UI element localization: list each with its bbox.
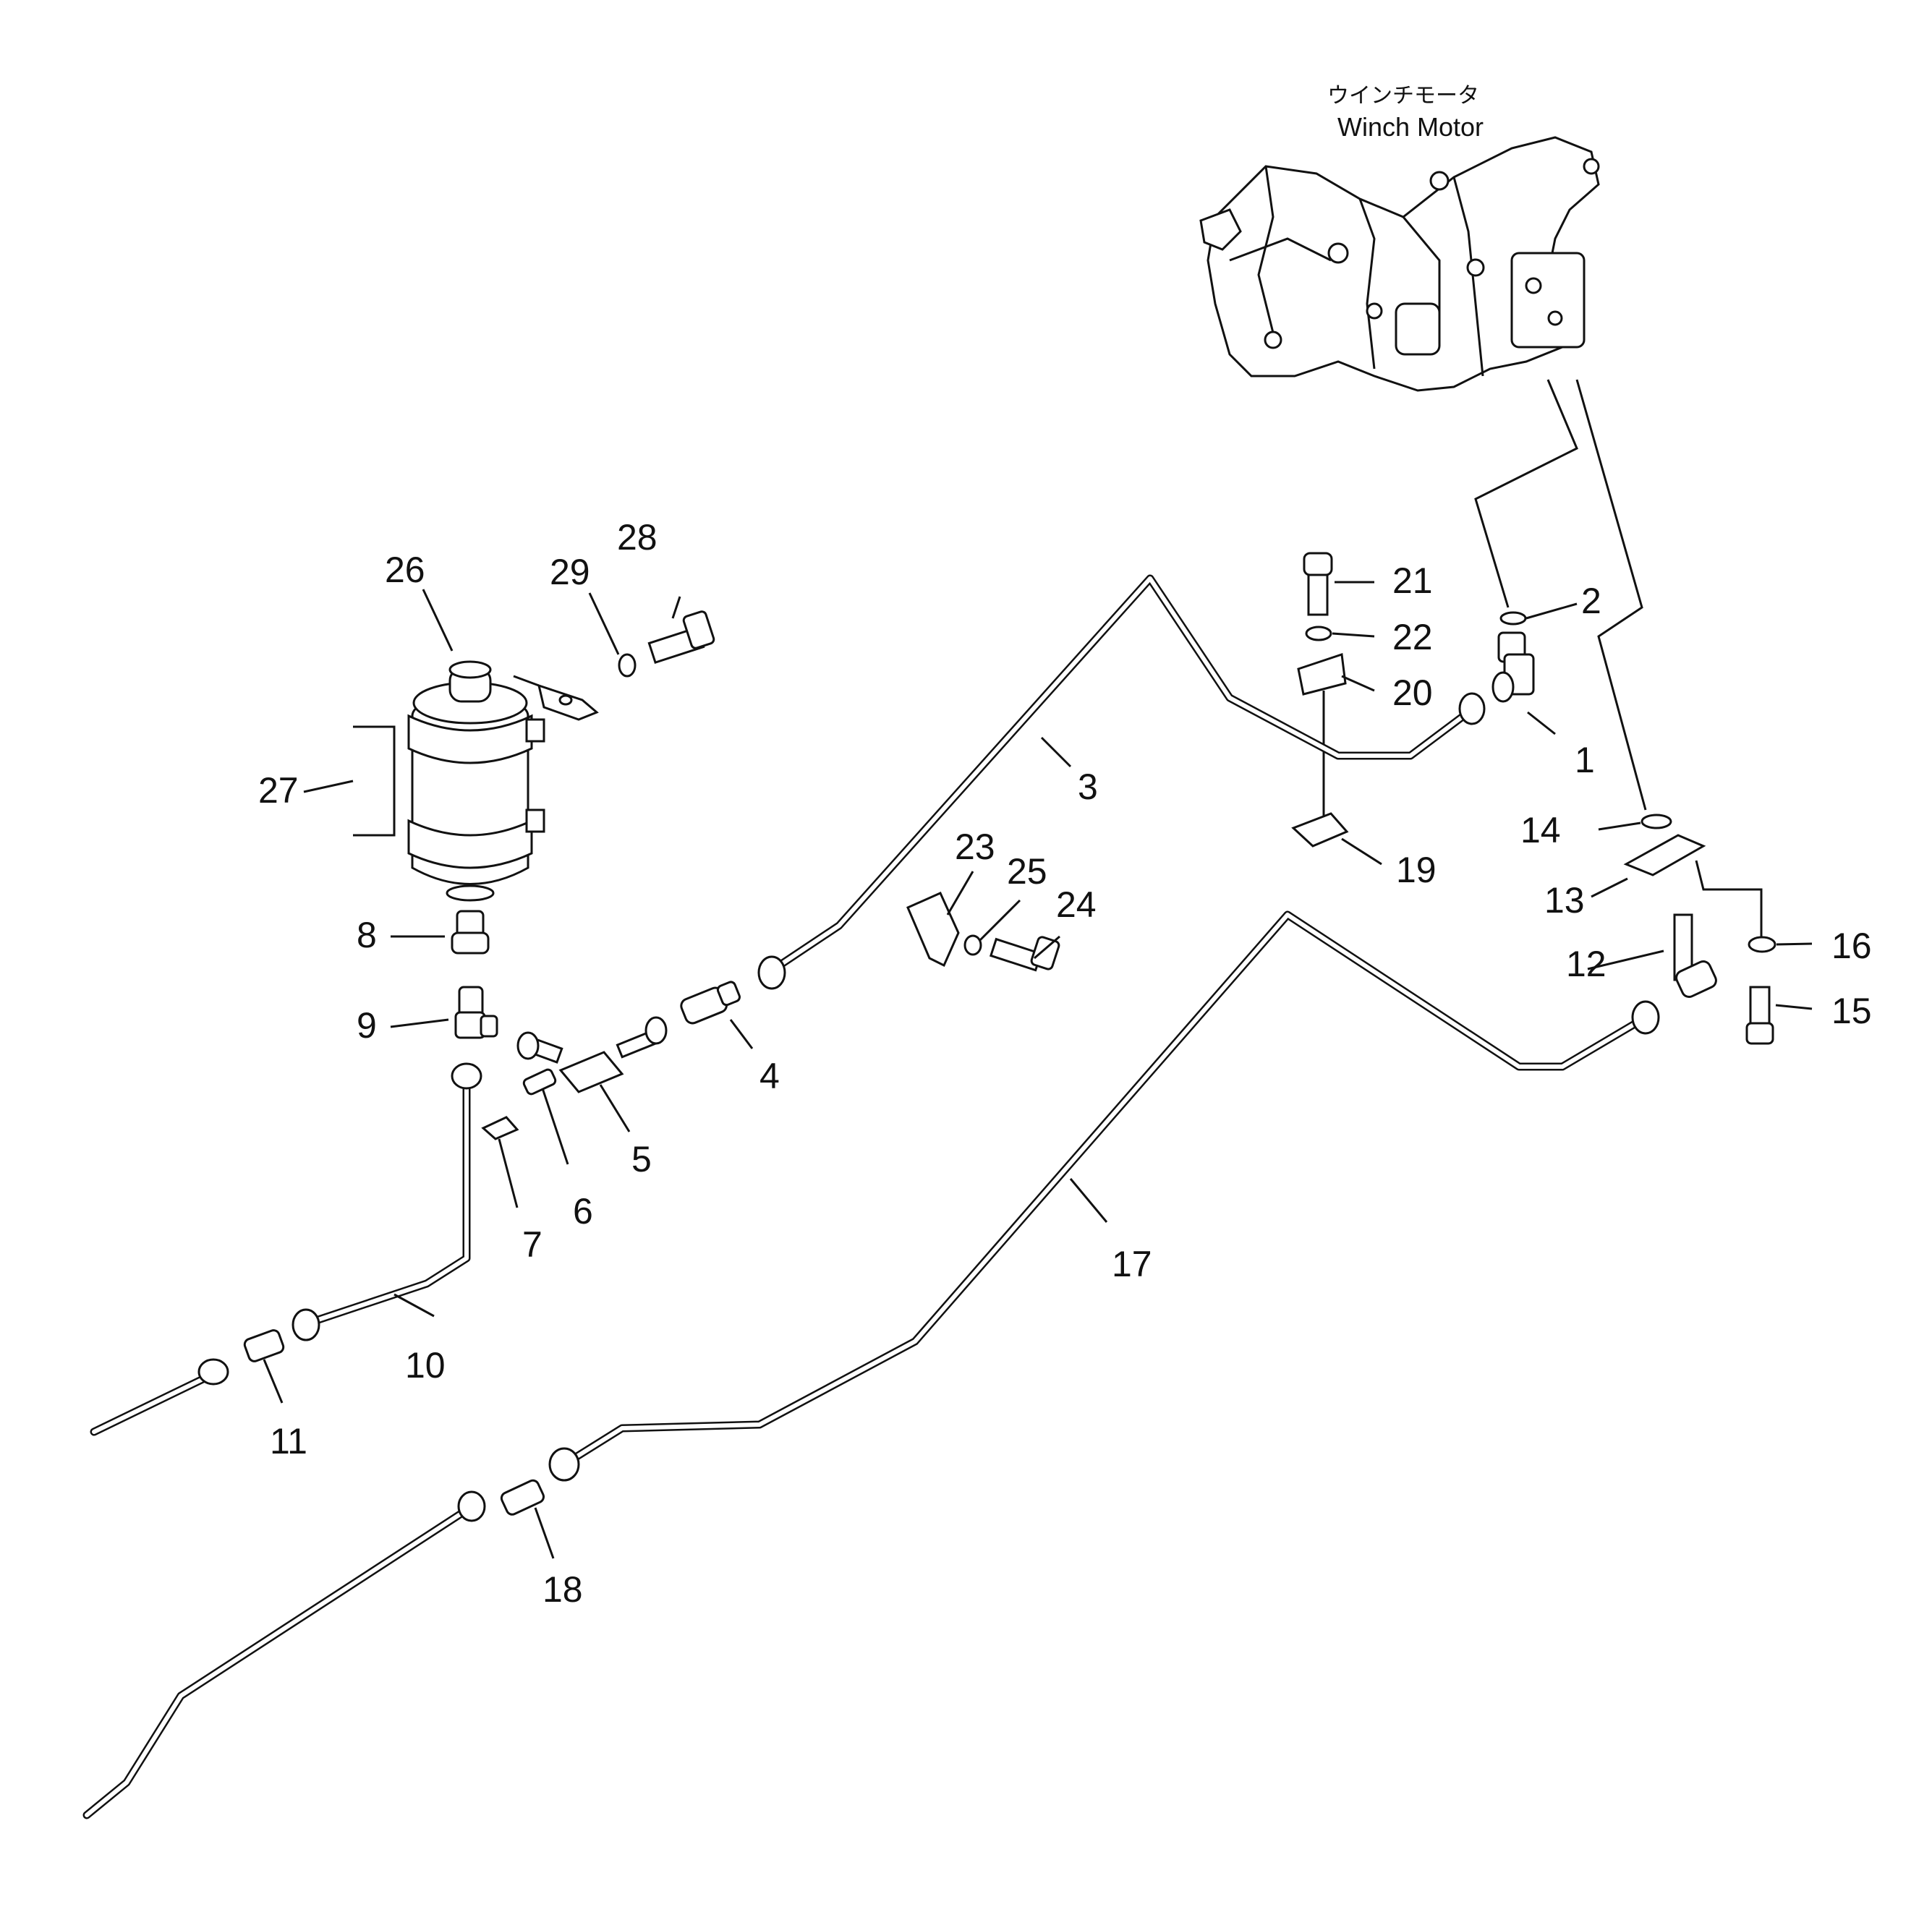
o-ring-14 bbox=[1641, 814, 1672, 829]
bolt-21 bbox=[1303, 552, 1333, 616]
clamp-20 bbox=[1297, 652, 1347, 696]
callout-2: 2 bbox=[1581, 581, 1601, 621]
guide-motor-to-1 bbox=[1474, 379, 1578, 608]
adapter-4 bbox=[680, 981, 741, 1025]
callout-28: 28 bbox=[617, 517, 658, 558]
winch-motor bbox=[1199, 136, 1600, 392]
callout-18: 18 bbox=[542, 1569, 583, 1610]
callout-14: 14 bbox=[1520, 810, 1561, 850]
callout-25: 25 bbox=[1007, 851, 1047, 892]
pipe-10 bbox=[291, 1062, 482, 1341]
callout-12: 12 bbox=[1566, 944, 1607, 984]
union-18 bbox=[500, 1479, 545, 1516]
callout-8: 8 bbox=[357, 915, 377, 955]
leader-lines bbox=[263, 581, 1813, 1559]
callout-11: 11 bbox=[270, 1421, 307, 1461]
bolt-15 bbox=[1745, 986, 1774, 1045]
callout-15: 15 bbox=[1831, 991, 1872, 1031]
washer-22 bbox=[1305, 626, 1332, 641]
callout-9: 9 bbox=[357, 1005, 377, 1046]
callout-13: 13 bbox=[1544, 880, 1585, 921]
callout-1: 1 bbox=[1575, 740, 1595, 780]
check-valve-6 bbox=[522, 1068, 557, 1096]
washer-16 bbox=[1748, 936, 1776, 953]
callout-22: 22 bbox=[1392, 617, 1433, 657]
callout-20: 20 bbox=[1392, 673, 1433, 713]
bolt-24 bbox=[989, 936, 1060, 972]
winch-motor-label-en: Winch Motor bbox=[1337, 112, 1484, 142]
pipe-lower bbox=[82, 1490, 486, 1819]
guide-motor-to-14 bbox=[1575, 379, 1647, 811]
callout-16: 16 bbox=[1831, 926, 1872, 966]
elbow-12 bbox=[1673, 913, 1717, 998]
union-11 bbox=[243, 1329, 285, 1362]
o-ring-2 bbox=[1499, 611, 1527, 626]
callout-27: 27 bbox=[258, 770, 299, 811]
pipe-feed bbox=[90, 1358, 229, 1436]
callout-17: 17 bbox=[1112, 1244, 1152, 1284]
clamp-19 bbox=[1291, 812, 1349, 848]
winch-motor-label-jp: ウインチモータ bbox=[1327, 83, 1479, 108]
callout-3: 3 bbox=[1078, 767, 1098, 807]
callout-26: 26 bbox=[385, 550, 425, 590]
filter-assembly bbox=[407, 660, 599, 902]
callout-21: 21 bbox=[1392, 560, 1433, 601]
washer-25 bbox=[963, 934, 982, 956]
pipe-17 bbox=[548, 910, 1660, 1482]
guide-filter-bracket bbox=[513, 675, 540, 687]
callout-4: 4 bbox=[759, 1056, 780, 1096]
bolt-28 bbox=[647, 610, 715, 665]
plug-7 bbox=[481, 1116, 519, 1140]
pipe-3 bbox=[757, 574, 1486, 990]
washer-29 bbox=[618, 653, 637, 678]
fitting-8 bbox=[451, 910, 490, 955]
guide-13-to-16 bbox=[1695, 860, 1763, 936]
callout-7: 7 bbox=[522, 1224, 542, 1265]
elbow-1 bbox=[1491, 631, 1535, 703]
flange-13 bbox=[1623, 834, 1706, 876]
clamp-23 bbox=[906, 892, 960, 968]
callout-29: 29 bbox=[550, 552, 590, 592]
callout-24: 24 bbox=[1056, 884, 1097, 925]
callout-10: 10 bbox=[405, 1345, 446, 1386]
callout-19: 19 bbox=[1396, 850, 1437, 890]
callout-6: 6 bbox=[573, 1191, 593, 1232]
fitting-9 bbox=[454, 986, 498, 1039]
callout-5: 5 bbox=[631, 1139, 652, 1179]
callout-23: 23 bbox=[955, 827, 995, 867]
bracket-27 bbox=[353, 725, 396, 837]
tee-5 bbox=[516, 1016, 668, 1093]
